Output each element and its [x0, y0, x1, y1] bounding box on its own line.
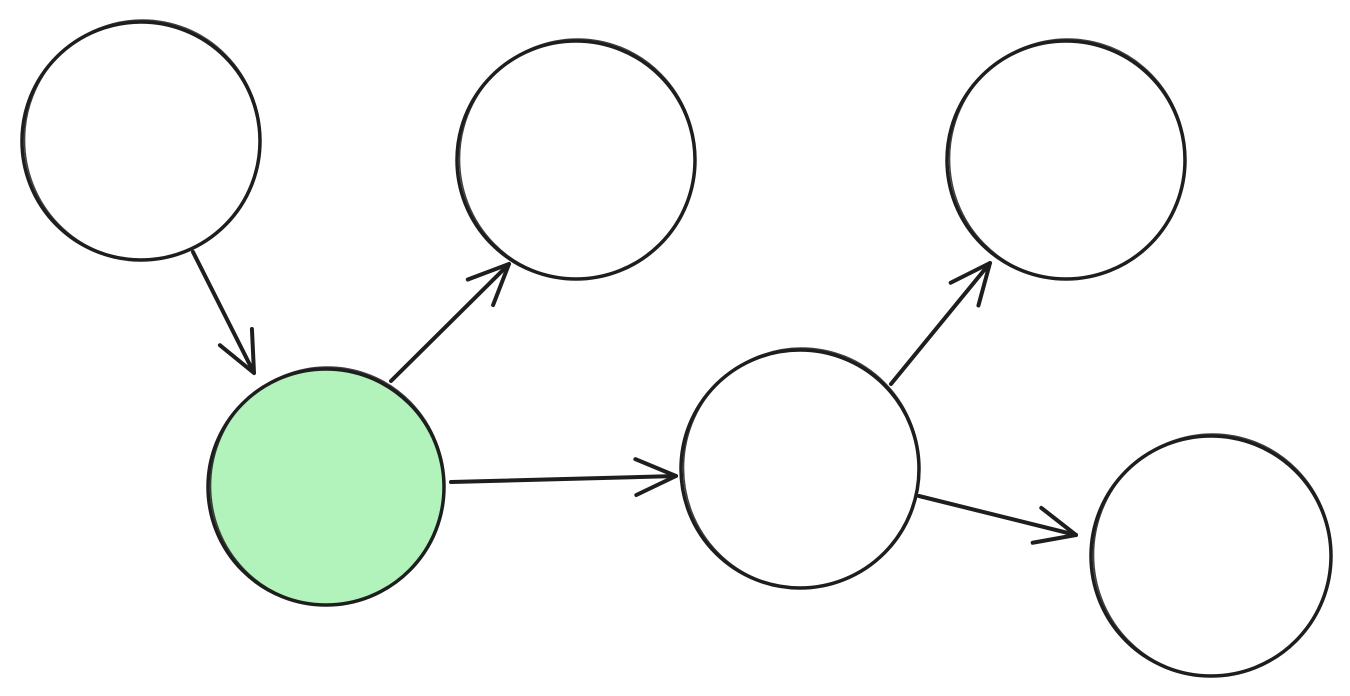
node — [945, 38, 1187, 281]
edge-line — [389, 262, 511, 383]
arrowhead — [633, 457, 678, 498]
edge-arrow — [889, 261, 992, 386]
edge-arrow — [389, 262, 511, 383]
arrowhead — [217, 327, 256, 375]
edge-line — [917, 494, 1078, 537]
edges-layer — [191, 250, 1078, 545]
node-sketch-stroke — [1092, 433, 1333, 677]
edge-arrow — [917, 494, 1078, 545]
node-sketch-stroke — [458, 38, 697, 280]
node-sketch-stroke — [682, 347, 921, 589]
node-highlighted — [206, 366, 446, 607]
edge-line — [449, 474, 678, 484]
node — [20, 19, 262, 262]
node-sketch-stroke — [948, 38, 1187, 280]
node — [1089, 433, 1333, 678]
edge-arrow — [191, 250, 256, 375]
nodes-layer — [20, 19, 1333, 678]
arrowhead — [1030, 505, 1078, 545]
edge-arrow — [449, 457, 678, 498]
arrowhead — [465, 262, 511, 308]
node — [679, 347, 921, 590]
node-sketch-stroke — [209, 366, 446, 606]
edge-line — [889, 261, 992, 386]
arrowhead — [948, 261, 992, 308]
edge-line — [191, 250, 256, 375]
node — [455, 38, 697, 281]
node-sketch-stroke — [23, 19, 262, 261]
